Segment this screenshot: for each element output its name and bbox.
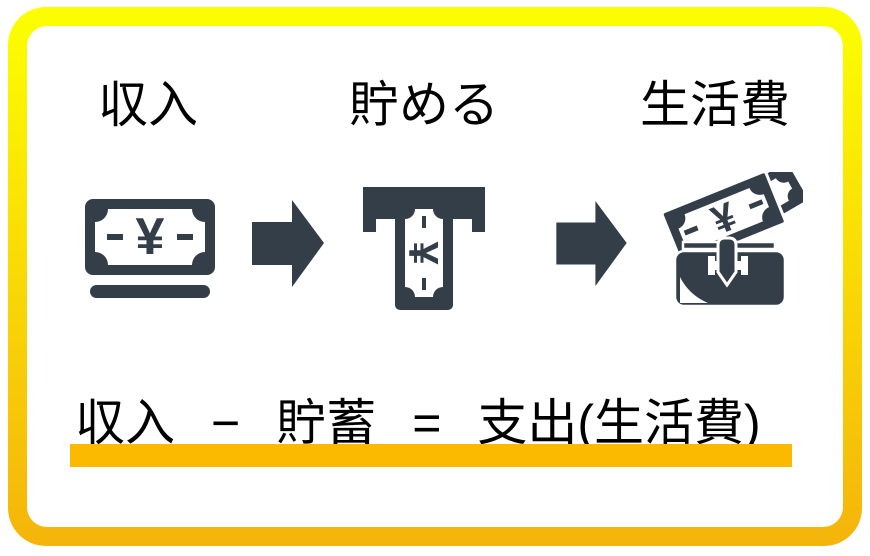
yen-symbol-rotated: ¥	[400, 241, 447, 265]
yen-symbol: ¥	[136, 208, 165, 266]
step-label-living-expenses: 生活費	[640, 77, 790, 133]
step-label-save: 貯める	[349, 77, 499, 133]
arrow-right-icon	[556, 201, 627, 286]
formula-savings: 貯蓄	[276, 395, 377, 451]
formula-minus-sign: −	[211, 395, 241, 451]
wallet-banknotes-icon: ¥	[660, 172, 803, 308]
savings-formula: 収入 − 貯蓄 = 支出(生活費)	[75, 383, 761, 455]
formula-underline	[70, 444, 792, 467]
arrow-right-icon	[252, 200, 324, 287]
formula-income: 収入	[75, 395, 175, 451]
formula-equals-sign: =	[412, 395, 442, 451]
step-label-income: 収入	[98, 77, 198, 133]
formula-expenses: 支出(生活費)	[477, 395, 761, 451]
atm-deposit-icon: ¥	[363, 187, 485, 310]
yen-banknote-icon: ¥	[85, 199, 215, 298]
